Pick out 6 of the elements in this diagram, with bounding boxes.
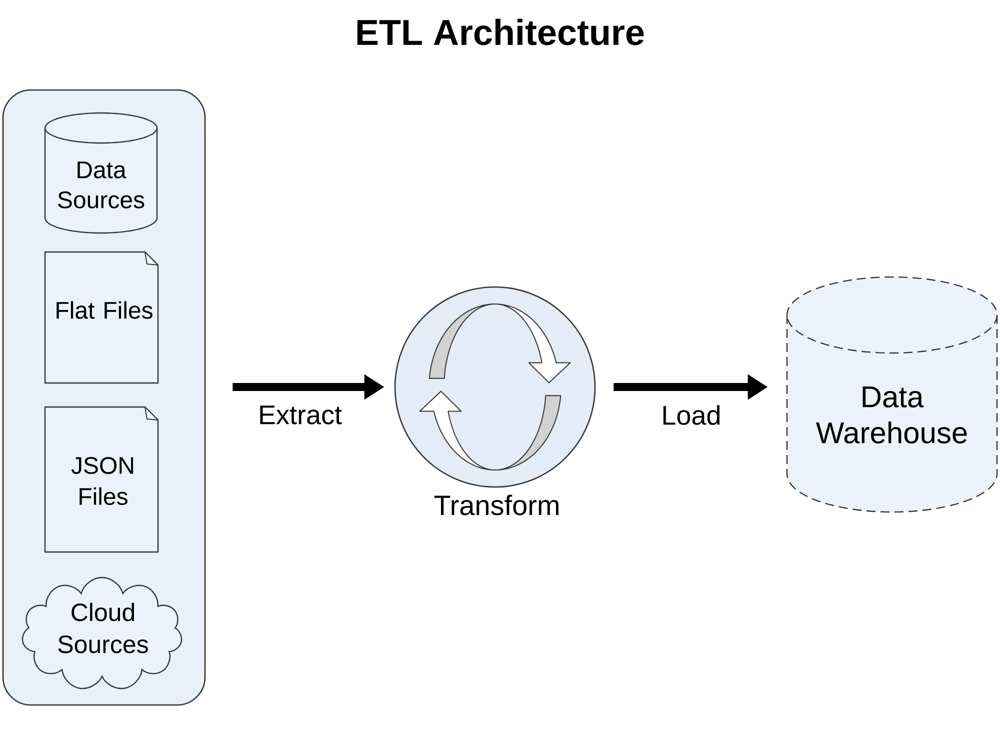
node-caption: Transform [434, 494, 558, 516]
edge-label: Load [663, 405, 720, 425]
database-cylinder: Data Sources [44, 112, 158, 234]
database-cylinder: Data Warehouse [786, 276, 998, 513]
edge-label: Extract [260, 406, 342, 424]
title: ETL Architecture [357, 18, 644, 46]
